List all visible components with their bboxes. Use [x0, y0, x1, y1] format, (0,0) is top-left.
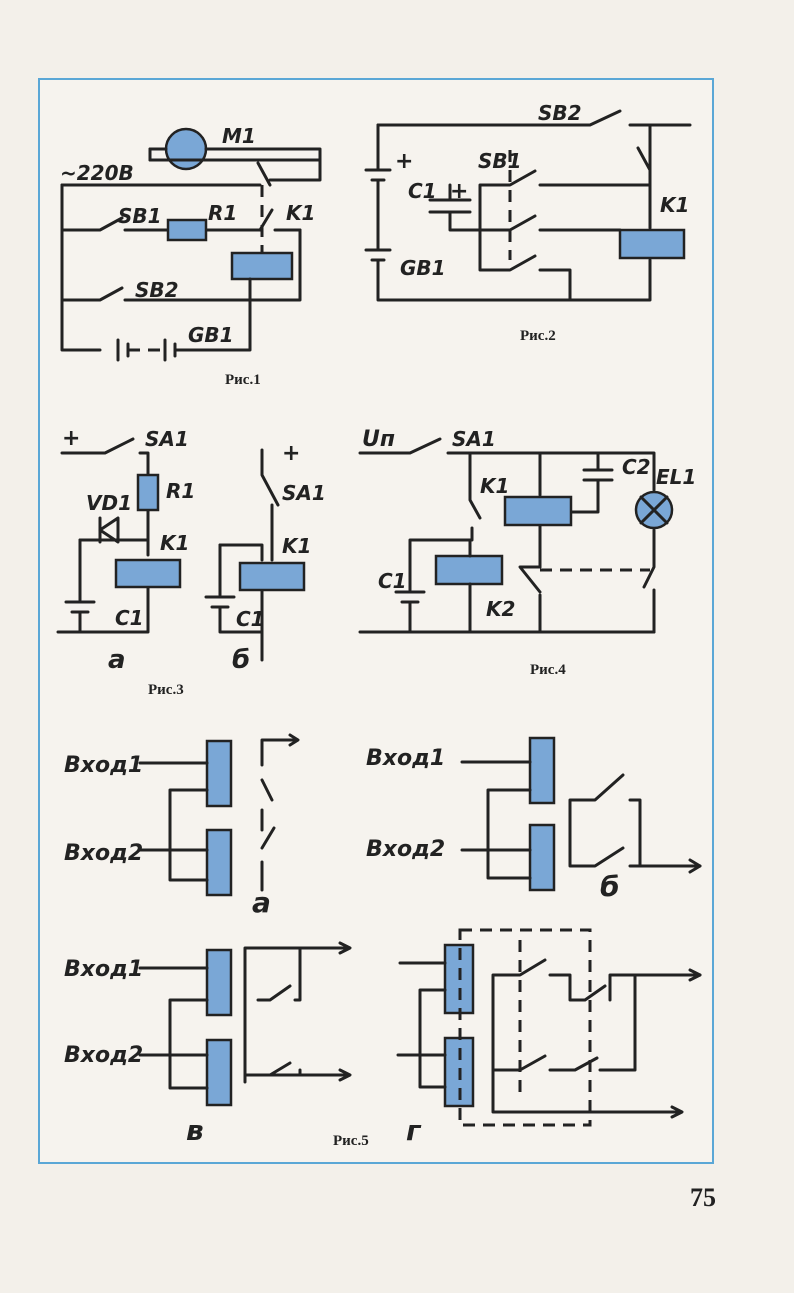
in2-label-5v: Вход2 — [64, 1043, 143, 1068]
fig4-caption: Рис.4 — [530, 662, 566, 678]
in1-label-5v: Вход1 — [64, 957, 143, 982]
fig2-diagram: + + SB2 SB1 C1 K1 GB1 — [364, 101, 692, 302]
supply-label: ~220В — [60, 161, 134, 185]
sub-label-3b: б — [232, 645, 250, 675]
el1-label: EL1 — [656, 465, 696, 489]
coil-5b-1 — [528, 736, 556, 805]
sub-label-5b: б — [600, 870, 620, 903]
coil-5v-2 — [205, 1038, 233, 1107]
c1-label-3a: C1 — [115, 606, 144, 630]
sb2-label: SB2 — [135, 278, 179, 302]
fig3-diagram: + SA1 R1 VD1 K1 C1 а + SA1 K1 C1 б — [56, 426, 326, 675]
k1-label-3a: K1 — [160, 531, 189, 555]
up-label: Uп — [362, 427, 395, 452]
relay-k1-coil-fig4 — [503, 495, 573, 527]
coil-5v-1 — [205, 948, 233, 1017]
plus-label-3a: + — [62, 426, 80, 451]
r1-label: R1 — [208, 201, 237, 225]
sub-label-3a: а — [108, 645, 126, 675]
c1-label-fig4: C1 — [378, 569, 407, 593]
fig3-caption: Рис.3 — [148, 682, 184, 698]
relay-k2-coil-fig4 — [434, 554, 504, 586]
relay-k1-coil-fig3b — [238, 561, 306, 592]
fig5-caption: Рис.5 — [333, 1133, 369, 1149]
sb1-label-fig2: SB1 — [478, 149, 522, 173]
m1-label: M1 — [222, 124, 256, 148]
relay-k1-coil-fig3a — [114, 558, 182, 589]
c1-label-3b: C1 — [236, 607, 265, 631]
c2-label: C2 — [622, 455, 651, 479]
k1-label: K1 — [286, 201, 315, 225]
relay-k1-coil — [230, 251, 294, 281]
sub-label-5g: г — [406, 1114, 422, 1147]
k1-label-fig2: K1 — [660, 193, 689, 217]
fig2-caption: Рис.2 — [520, 328, 556, 344]
fig1-diagram: ~220В M1 SB1 R1 K1 SB2 GB1 — [60, 124, 322, 362]
page-number: 75 — [690, 1183, 716, 1212]
k1-label-fig4: K1 — [480, 474, 509, 498]
sa1-label-3b: SA1 — [282, 481, 326, 505]
k1-label-3b: K1 — [282, 534, 311, 558]
resistor-r1-fig3 — [136, 473, 160, 512]
sa1-label-fig4: SA1 — [452, 427, 496, 451]
gb1-label-fig2: GB1 — [400, 256, 446, 280]
plus-label-1: + — [395, 149, 413, 174]
gb1-label: GB1 — [188, 323, 234, 347]
fig4-diagram: Uп SA1 C2 EL1 K1 C1 K2 — [358, 427, 696, 634]
relay-k1-coil-fig2 — [618, 228, 686, 260]
sa1-label-3a: SA1 — [145, 427, 189, 451]
in2-label-5b: Вход2 — [366, 837, 445, 862]
in1-label-5a: Вход1 — [64, 753, 143, 778]
in1-label-5b: Вход1 — [366, 746, 445, 771]
sub-label-5a: а — [252, 886, 271, 919]
k2-label-fig4: K2 — [486, 597, 515, 621]
vd1-label: VD1 — [86, 491, 132, 515]
fig1-caption: Рис.1 — [225, 372, 261, 388]
in2-label-5a: Вход2 — [64, 841, 143, 866]
c1-label-fig2: C1 — [408, 179, 437, 203]
resistor-r1 — [166, 218, 208, 242]
coil-5a-2 — [205, 828, 233, 897]
motor-m1 — [164, 127, 208, 171]
coil-5a-1 — [205, 739, 233, 808]
plus-label-3b: + — [282, 441, 300, 466]
sub-label-5v: в — [186, 1114, 204, 1147]
r1-label-fig3: R1 — [166, 479, 195, 503]
plus-label-2: + — [450, 179, 468, 204]
coil-5b-2 — [528, 823, 556, 892]
sb1-label: SB1 — [118, 204, 162, 228]
fig5-diagram: Вход1 Вход2 а Вход1 Вход2 б Вход1 Вход2 … — [64, 733, 702, 1147]
sb2-label-fig2: SB2 — [538, 101, 582, 125]
